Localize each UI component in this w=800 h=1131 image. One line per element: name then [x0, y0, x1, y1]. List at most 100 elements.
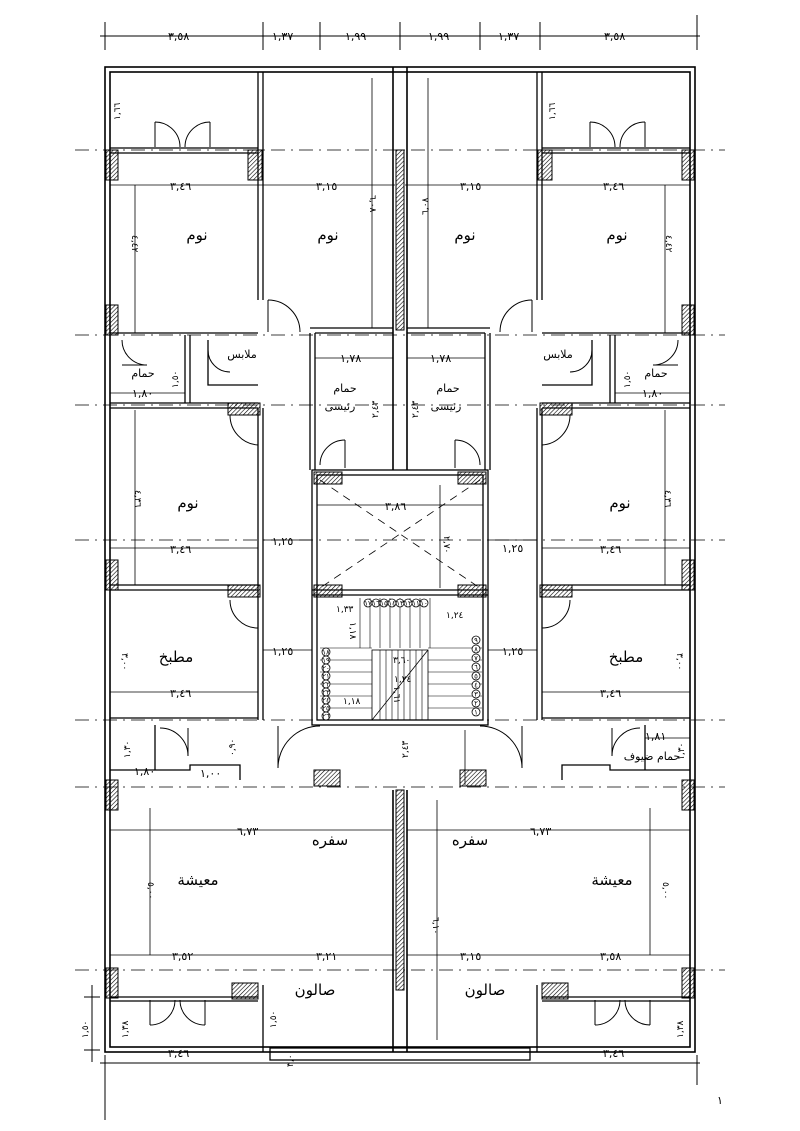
dim-stair-6: ١,٦١	[391, 686, 401, 703]
dim-top-3: ١,٩٩	[345, 30, 366, 43]
dim-balcony-left: ١,٦٦	[113, 102, 123, 120]
room-label-bath-left: حمام	[131, 367, 154, 380]
dim-master-bath-left: ١,٧٨	[340, 352, 361, 365]
stair-step-number: ٢٤	[322, 697, 330, 705]
room-label-bedroom-6: نوم	[609, 494, 630, 512]
room-label-dining-left: سفره	[312, 831, 348, 849]
room-label-bedroom-5: نوم	[177, 494, 198, 512]
outer-dimension-lines	[84, 15, 700, 1120]
dim-bed6-length: ٤,٣٦	[662, 490, 672, 508]
dim-bed2-length: ٦,٠٨	[367, 195, 377, 213]
dim-bed4-length: ٤,٤٢	[663, 235, 673, 253]
dim-lower-balcony-right: ١,٣٨	[676, 1020, 686, 1038]
stair-step-number: ١٣	[396, 600, 404, 608]
stair-step-number: ١٠	[420, 600, 428, 608]
dim-bed1-length: ٤,٤٢	[129, 235, 139, 253]
stair-step-marker	[471, 698, 481, 708]
room-label-guest-bath: حمام ضيوف	[624, 750, 681, 763]
stair-step-marker	[471, 653, 481, 663]
dim-living-left-depth: ٥,٠٠	[145, 882, 155, 899]
stair-step-number: ١٤	[388, 600, 396, 608]
dim-salon-left-width: ٣,٢١	[316, 950, 337, 963]
dim-kitchen-right-width: ٣,٤٦	[600, 687, 621, 700]
room-label-bedroom-1: نوم	[186, 226, 207, 244]
stair-step-number: ١٥	[380, 600, 388, 608]
dim-stair-landing: ٢,٤٣	[401, 740, 411, 758]
room-label-salon-left: صالون	[295, 981, 336, 999]
dim-top-4: ١,٩٩	[428, 30, 449, 43]
dim-top-1: ٣,٥٨	[168, 30, 189, 43]
stair-step-marker	[321, 711, 331, 721]
room-label-bedroom-2: نوم	[317, 226, 338, 244]
dim-void-width: ٣,٨٦	[385, 500, 406, 513]
stair-step-number: ٥	[474, 673, 478, 681]
stair-step-number: ٢٥	[322, 705, 330, 713]
dim-guest-bath-left-door: ٠,٩٠	[228, 739, 238, 756]
dim-bath-left-width: ١,٨٠	[132, 387, 153, 400]
room-label-salon-right: صالون	[465, 981, 506, 999]
room-label-bedroom-4: نوم	[606, 226, 627, 244]
stair-step-number: ١١	[412, 600, 420, 608]
dim-stair-4: ١,١٨	[343, 697, 361, 707]
stair-step-number: ١	[474, 709, 478, 717]
stair-step-number: ٢٠	[322, 665, 330, 673]
stair-step-number: ٢٣	[322, 689, 330, 697]
dim-bed6-width: ٣,٤٦	[600, 543, 621, 556]
stair-step-number: ٢٦	[322, 713, 330, 721]
stair-step-number: ١٦	[372, 600, 380, 608]
room-label-bedroom-3: نوم	[454, 226, 475, 244]
interior-dimension-lines	[110, 78, 690, 1053]
dim-guest-bath-left-depth: ١,٣٠	[123, 741, 133, 758]
dim-kitchen-left-depth: ٣,٠٠	[119, 653, 129, 670]
dim-guest-bath-left-small: ١,٠٠	[200, 767, 221, 780]
room-label-living-right: معيشة	[591, 871, 632, 889]
dim-entrance-step: ٣,٠٠	[286, 1050, 296, 1067]
dim-bed3-width: ٣,١٥	[460, 180, 481, 193]
dim-guest-bath-left-width: ١,٨٠	[134, 765, 155, 778]
stair-step-number: ٨	[474, 646, 478, 654]
stair-step-marker	[471, 689, 481, 699]
dim-bed2-width: ٣,١٥	[316, 180, 337, 193]
dim-stair-2: ١,٢٤	[446, 611, 464, 621]
dim-top-6: ٣,٥٨	[604, 30, 625, 43]
dim-corridor-left: ١,٢٥	[272, 535, 293, 548]
dim-bath-right-depth: ١,٥٠	[623, 371, 633, 388]
stair-step-numbers: ١٢٣٤٥٦٧٨٩١٠١١١٢١٣١٤١٥١٦١٧١٨١٩٢٠٢١٢٢٢٣٢٤٢…	[321, 598, 481, 721]
dim-master-bath-right: ١,٧٨	[430, 352, 451, 365]
room-label-dressing-right: ملابس	[543, 348, 573, 361]
dim-master-bath-right-depth: ٢,٤٣	[411, 400, 421, 418]
stair-step-number: ٦	[474, 664, 478, 672]
dim-bath-right-width: ١,٨٠	[642, 387, 663, 400]
dim-top-2: ١,٣٧	[272, 30, 293, 43]
room-label-kitchen-left: مطبخ	[159, 648, 194, 666]
stairwell	[319, 479, 482, 785]
dim-kitchen-right-depth: ٣,٠٠	[674, 653, 684, 670]
dim-lower-balcony-left: ١,٣٨	[121, 1020, 131, 1038]
dim-balcony-right: ١,٦٦	[548, 102, 558, 120]
dim-bed3-length: ٦,٠٨	[421, 197, 431, 215]
dim-living-right-width: ٦,٧٣	[530, 825, 551, 838]
grid-axis-lines	[75, 149, 725, 971]
dim-guest-bath-right-depth: ١,٣٠	[677, 743, 687, 760]
dim-master-bath-left-depth: ٢,٤٣	[371, 400, 381, 418]
stair-step-number: ١٨	[322, 649, 330, 657]
dim-bath-left-depth: ١,٥٠	[171, 371, 181, 388]
dim-bed5-width: ٣,٤٦	[170, 543, 191, 556]
dim-living-left-lower: ٣,٥٢	[172, 950, 193, 963]
dim-bed1-width: ٣,٤٦	[170, 180, 191, 193]
dim-stair-3: ١,١٨	[347, 622, 357, 640]
dim-outer-projection: ١,٥٠	[81, 1021, 91, 1038]
stair-step-marker	[471, 644, 481, 654]
stair-step-number: ١٢	[404, 600, 412, 608]
room-label-bath-right: حمام	[644, 367, 667, 380]
dim-lower-balcony-left-width: ٣,٤٦	[168, 1047, 189, 1060]
dim-living-right-lower: ٣,٥٨	[600, 950, 621, 963]
dim-guest-bath-right-width: ١,٨١	[645, 730, 666, 743]
dim-void-depth: ٢,٧٠	[441, 536, 451, 553]
dimension-labels: ٣,٥٨ ١,٣٧ ١,٩٩ ١,٩٩ ١,٣٧ ٣,٥٨ ١,٦٦ ١,٦٦ …	[81, 30, 723, 1107]
stair-step-marker	[471, 671, 481, 681]
stair-step-marker	[471, 635, 481, 645]
stair-step-marker	[471, 662, 481, 672]
dim-kitchen-left-width: ٣,٤٦	[170, 687, 191, 700]
